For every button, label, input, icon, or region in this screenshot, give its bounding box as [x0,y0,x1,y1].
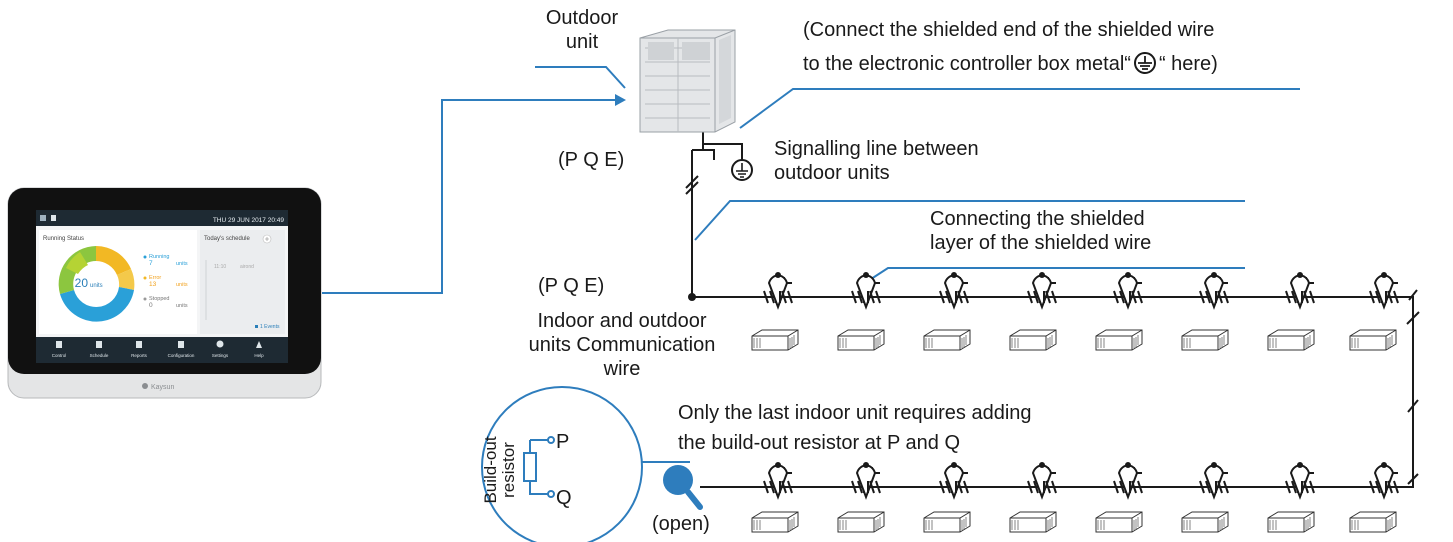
terminal-q: Q [556,487,572,509]
schedule-item: airond [240,264,254,270]
shield-note-line2-pre: to the electronic controller box metal“ [803,53,1131,75]
ground-symbol-icon [731,159,753,181]
shielded-layer-label-line1: Connecting the shielded [930,208,1145,230]
resistor-detail: Build-out resistor P Q [481,386,643,542]
terminal-p: P [556,431,569,453]
resistor-label-2: resistor [499,442,518,498]
legend-running-count: 7 [149,260,153,267]
donut-total-unit: units [90,283,103,289]
annotation-leaders [322,66,1300,463]
outdoor-unit-label: Outdoor unit [527,6,637,54]
last-unit-label-line2: the build-out resistor at P and Q [678,432,961,454]
comm-wire-label-line1: Indoor and outdoor [537,310,707,332]
brand-logo: Kaysun [151,384,174,391]
signalling-label-line1: Signalling line between [774,138,979,160]
communication-wires [691,130,1414,488]
outdoor-unit-label-line1: Outdoor [545,7,619,29]
nav-help: Help [254,353,264,358]
last-unit-label-line1: Only the last indoor unit requires addin… [678,402,1032,424]
legend-error: Error [149,275,161,281]
wire-break-marks [685,175,1420,485]
legend-stopped-count: 0 [149,302,153,309]
resistor-label-1: Build-out [481,436,500,503]
indoor-units-row-2 [751,511,1397,533]
comm-wire-label-line2: units Communication [528,334,716,356]
shield-crimp-row-1 [755,271,1407,308]
nav-icons [56,340,262,348]
shield-note-line2-post: “ here) [1158,53,1218,75]
pqe-top-label: (P Q E) [558,149,625,171]
nav-control: Control [52,353,67,358]
comm-wire-label: Indoor and outdoor units Communication w… [500,309,744,381]
last-unit-label: Only the last indoor unit requires addin… [678,401,1032,455]
running-status-title: Running Status [43,236,84,242]
events-count: 1 Events [260,324,280,330]
schedule-time: 11:10 [214,264,226,270]
outdoor-unit-label-line2: unit [565,31,599,53]
shielded-layer-label: Connecting the shielded layer of the shi… [930,207,1151,255]
wired-controller: THU 29 JUN 2017 20:49 Running Status 20 … [7,187,322,399]
nav-reports: Reports [131,353,148,358]
legend-stopped: Stopped [149,296,170,302]
legend-error-count: 13 [149,281,157,288]
nav-settings: Settings [212,353,229,358]
comm-wire-label-line3: wire [603,358,641,380]
signalling-label-line2: outdoor units [774,162,890,184]
legend-running: Running [149,254,170,260]
legend-error-units: units [176,282,188,288]
nav-schedule: Schedule [90,353,109,358]
shield-note-line2: to the electronic controller box metal“ “… [803,52,1218,76]
open-label: (open) [652,513,710,535]
pqe-mid-label: (P Q E) [538,275,605,297]
shielded-layer-label-line2: layer of the shielded wire [930,232,1152,254]
controller-datetime: THU 29 JUN 2017 20:49 [213,217,285,224]
legend-running-units: units [176,261,188,267]
schedule-title: Today's schedule [204,236,251,242]
legend-stopped-units: units [176,303,188,309]
status-donut [58,245,135,322]
ground-symbol-icon [1133,52,1156,74]
indoor-units-row-1 [751,329,1397,351]
signalling-label: Signalling line between outdoor units [774,137,979,185]
nav-configuration: Configuration [168,353,195,358]
outdoor-unit-icon [639,29,736,133]
shield-note-line1: (Connect the shielded end of the shielde… [803,19,1215,41]
shield-crimp-row-2 [755,461,1407,498]
magnifier-icon [663,465,703,510]
donut-total: 20 [75,276,89,290]
